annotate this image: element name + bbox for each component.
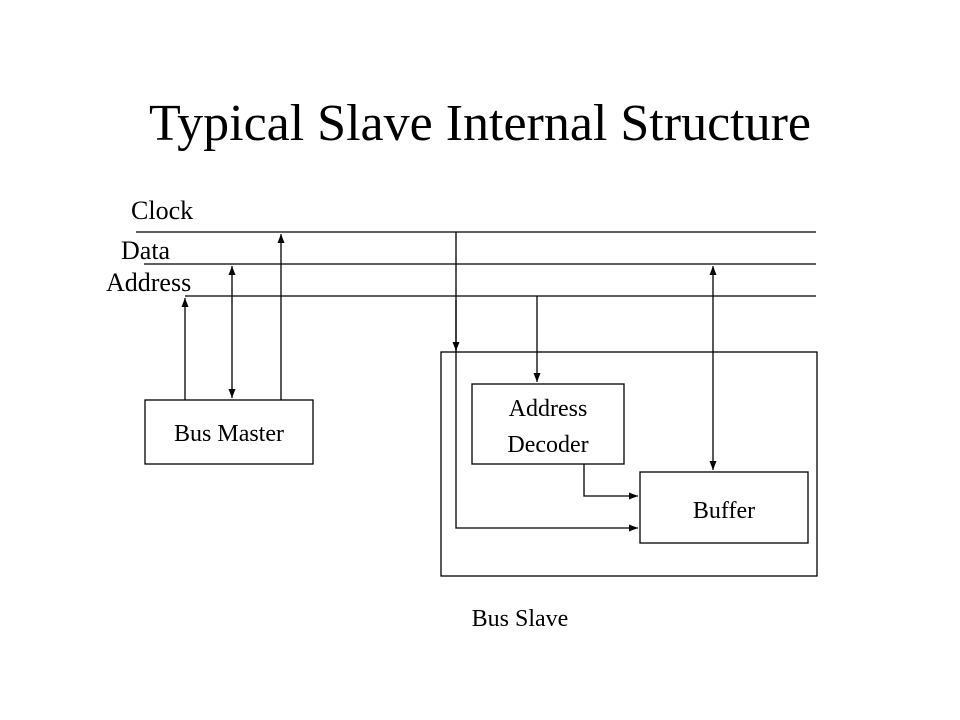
buffer-block: [639, 471, 809, 544]
clock-bus-label: Clock: [131, 196, 193, 225]
data-bus-label: Data: [121, 236, 171, 265]
address-decoder-block: [471, 383, 625, 465]
clock-to-buffer-wire: [455, 232, 638, 532]
bus-master-label: Bus Master: [174, 421, 284, 447]
bus-master-block: [144, 399, 314, 465]
page-title: Typical Slave Internal Structure: [148, 95, 811, 152]
bus-slave-boundary: [440, 351, 818, 577]
buffer-label: Buffer: [693, 498, 755, 524]
decoder-to-buffer-wire: [583, 464, 638, 500]
address-decoder-label-line1: Address: [509, 396, 588, 422]
bus-slave-label: Bus Slave: [472, 606, 569, 632]
address-bus-label: Address: [106, 268, 191, 297]
address-decoder-label-line2: Decoder: [507, 432, 588, 458]
